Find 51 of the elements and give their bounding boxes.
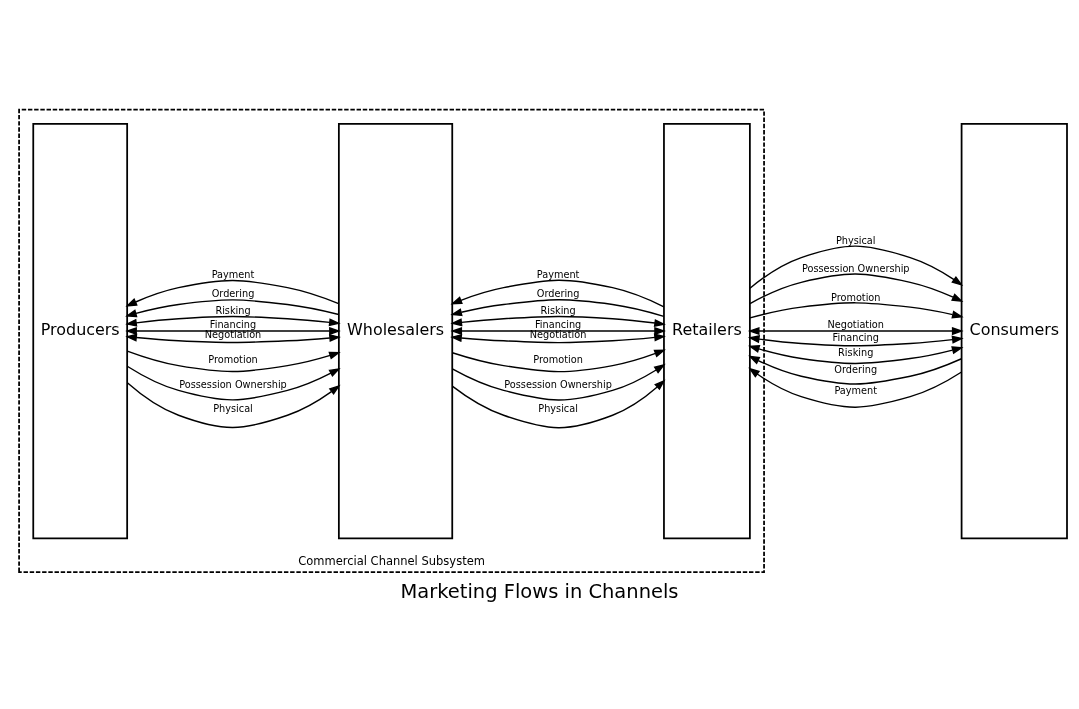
edge-label: Payment — [834, 384, 878, 396]
arrow — [126, 349, 341, 372]
arrow — [749, 301, 964, 319]
arrow — [749, 244, 964, 289]
arrow — [450, 298, 665, 317]
arrow — [125, 279, 340, 307]
arrow — [125, 326, 341, 335]
edge-label: Physical — [538, 402, 578, 414]
edge-label: Possession Ownership — [179, 378, 287, 390]
node-box: Retailers — [663, 122, 751, 539]
edge-label: Ordering — [834, 363, 878, 375]
edge-label: Financing — [209, 318, 257, 330]
arrow — [748, 367, 963, 408]
edge-label: Promotion — [830, 291, 881, 303]
edge-label: Promotion — [533, 353, 583, 365]
edge-label: Risking — [838, 346, 874, 358]
edge-label: Risking — [215, 304, 251, 316]
node-box: Consumers — [960, 122, 1068, 539]
arrow — [126, 381, 341, 428]
arrow — [748, 344, 964, 364]
arrow — [451, 349, 666, 372]
edge-label: Possession Ownership — [801, 262, 910, 274]
diagram-title: Marketing Flows in Channels — [400, 579, 679, 603]
arrow — [451, 378, 666, 428]
arrow — [125, 333, 341, 343]
edge-label: Ordering — [536, 287, 580, 299]
edge-label: Ordering — [211, 287, 255, 299]
arrow — [126, 365, 341, 401]
arrow — [450, 315, 666, 327]
arrow — [450, 326, 666, 335]
arrow — [125, 298, 340, 317]
node-box: Producers — [32, 122, 129, 539]
arrow — [450, 332, 666, 343]
edge-label: Financing — [832, 331, 879, 343]
arrow — [749, 272, 964, 304]
arrow — [450, 279, 665, 307]
edge-label: Physical — [835, 234, 876, 246]
arrow — [451, 363, 666, 401]
arrow — [748, 355, 963, 385]
arrow — [747, 334, 964, 346]
edge-label: Physical — [213, 402, 253, 414]
edge-label: Possession Ownership — [504, 378, 612, 390]
node-box: Wholesalers — [337, 122, 454, 539]
edge-label: Financing — [534, 318, 582, 330]
edge-label: Negotiation — [827, 318, 885, 330]
edge-label: Payment — [536, 268, 580, 280]
edge-label: Promotion — [208, 353, 258, 365]
arrow — [125, 315, 341, 327]
edge-label: Risking — [540, 304, 576, 316]
arrow — [747, 326, 964, 335]
edge-label: Payment — [211, 268, 255, 280]
